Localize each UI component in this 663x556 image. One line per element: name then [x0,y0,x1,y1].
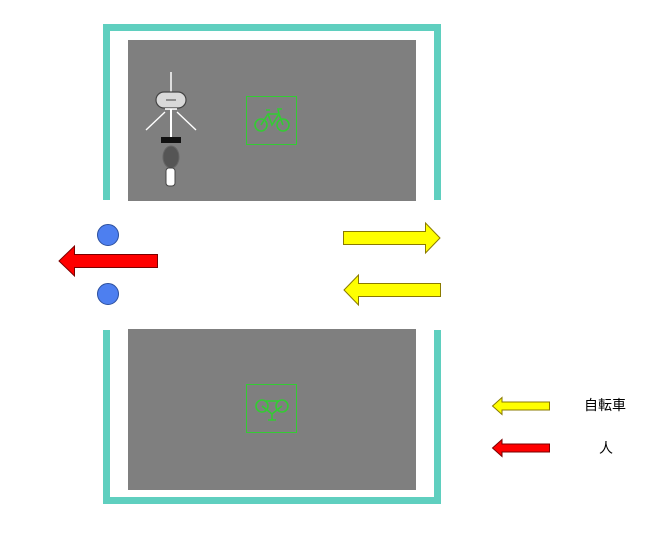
legend-person-label: 人 [599,441,613,457]
legend-bicycle-arrow [491,396,550,416]
bicycle-icon [254,108,290,132]
legend-person-arrow [491,438,550,458]
bottom-bicycle-parking-mark [246,384,297,433]
bottom-enclosure-wall-bottom [103,497,441,504]
bicycle-icon [255,399,289,421]
bottom-parking-zone [128,329,416,490]
top-enclosure-wall-left [103,24,110,200]
bicycle-topview-icon [145,72,197,187]
bicycle-arrow-right [343,221,441,255]
top-parking-zone [128,40,416,201]
bicycle-arrow-left [343,273,441,307]
bottom-enclosure-wall-left [103,330,110,504]
legend-bicycle-label: 自転車 [584,398,626,414]
top-enclosure-wall-right [434,24,441,200]
bottom-enclosure-wall-right [434,330,441,504]
person-circle-icon [97,283,119,305]
top-bicycle-parking-mark [246,96,297,145]
person-circle-icon [97,224,119,246]
person-arrow-left [58,244,158,278]
top-enclosure-wall-top [103,24,441,31]
